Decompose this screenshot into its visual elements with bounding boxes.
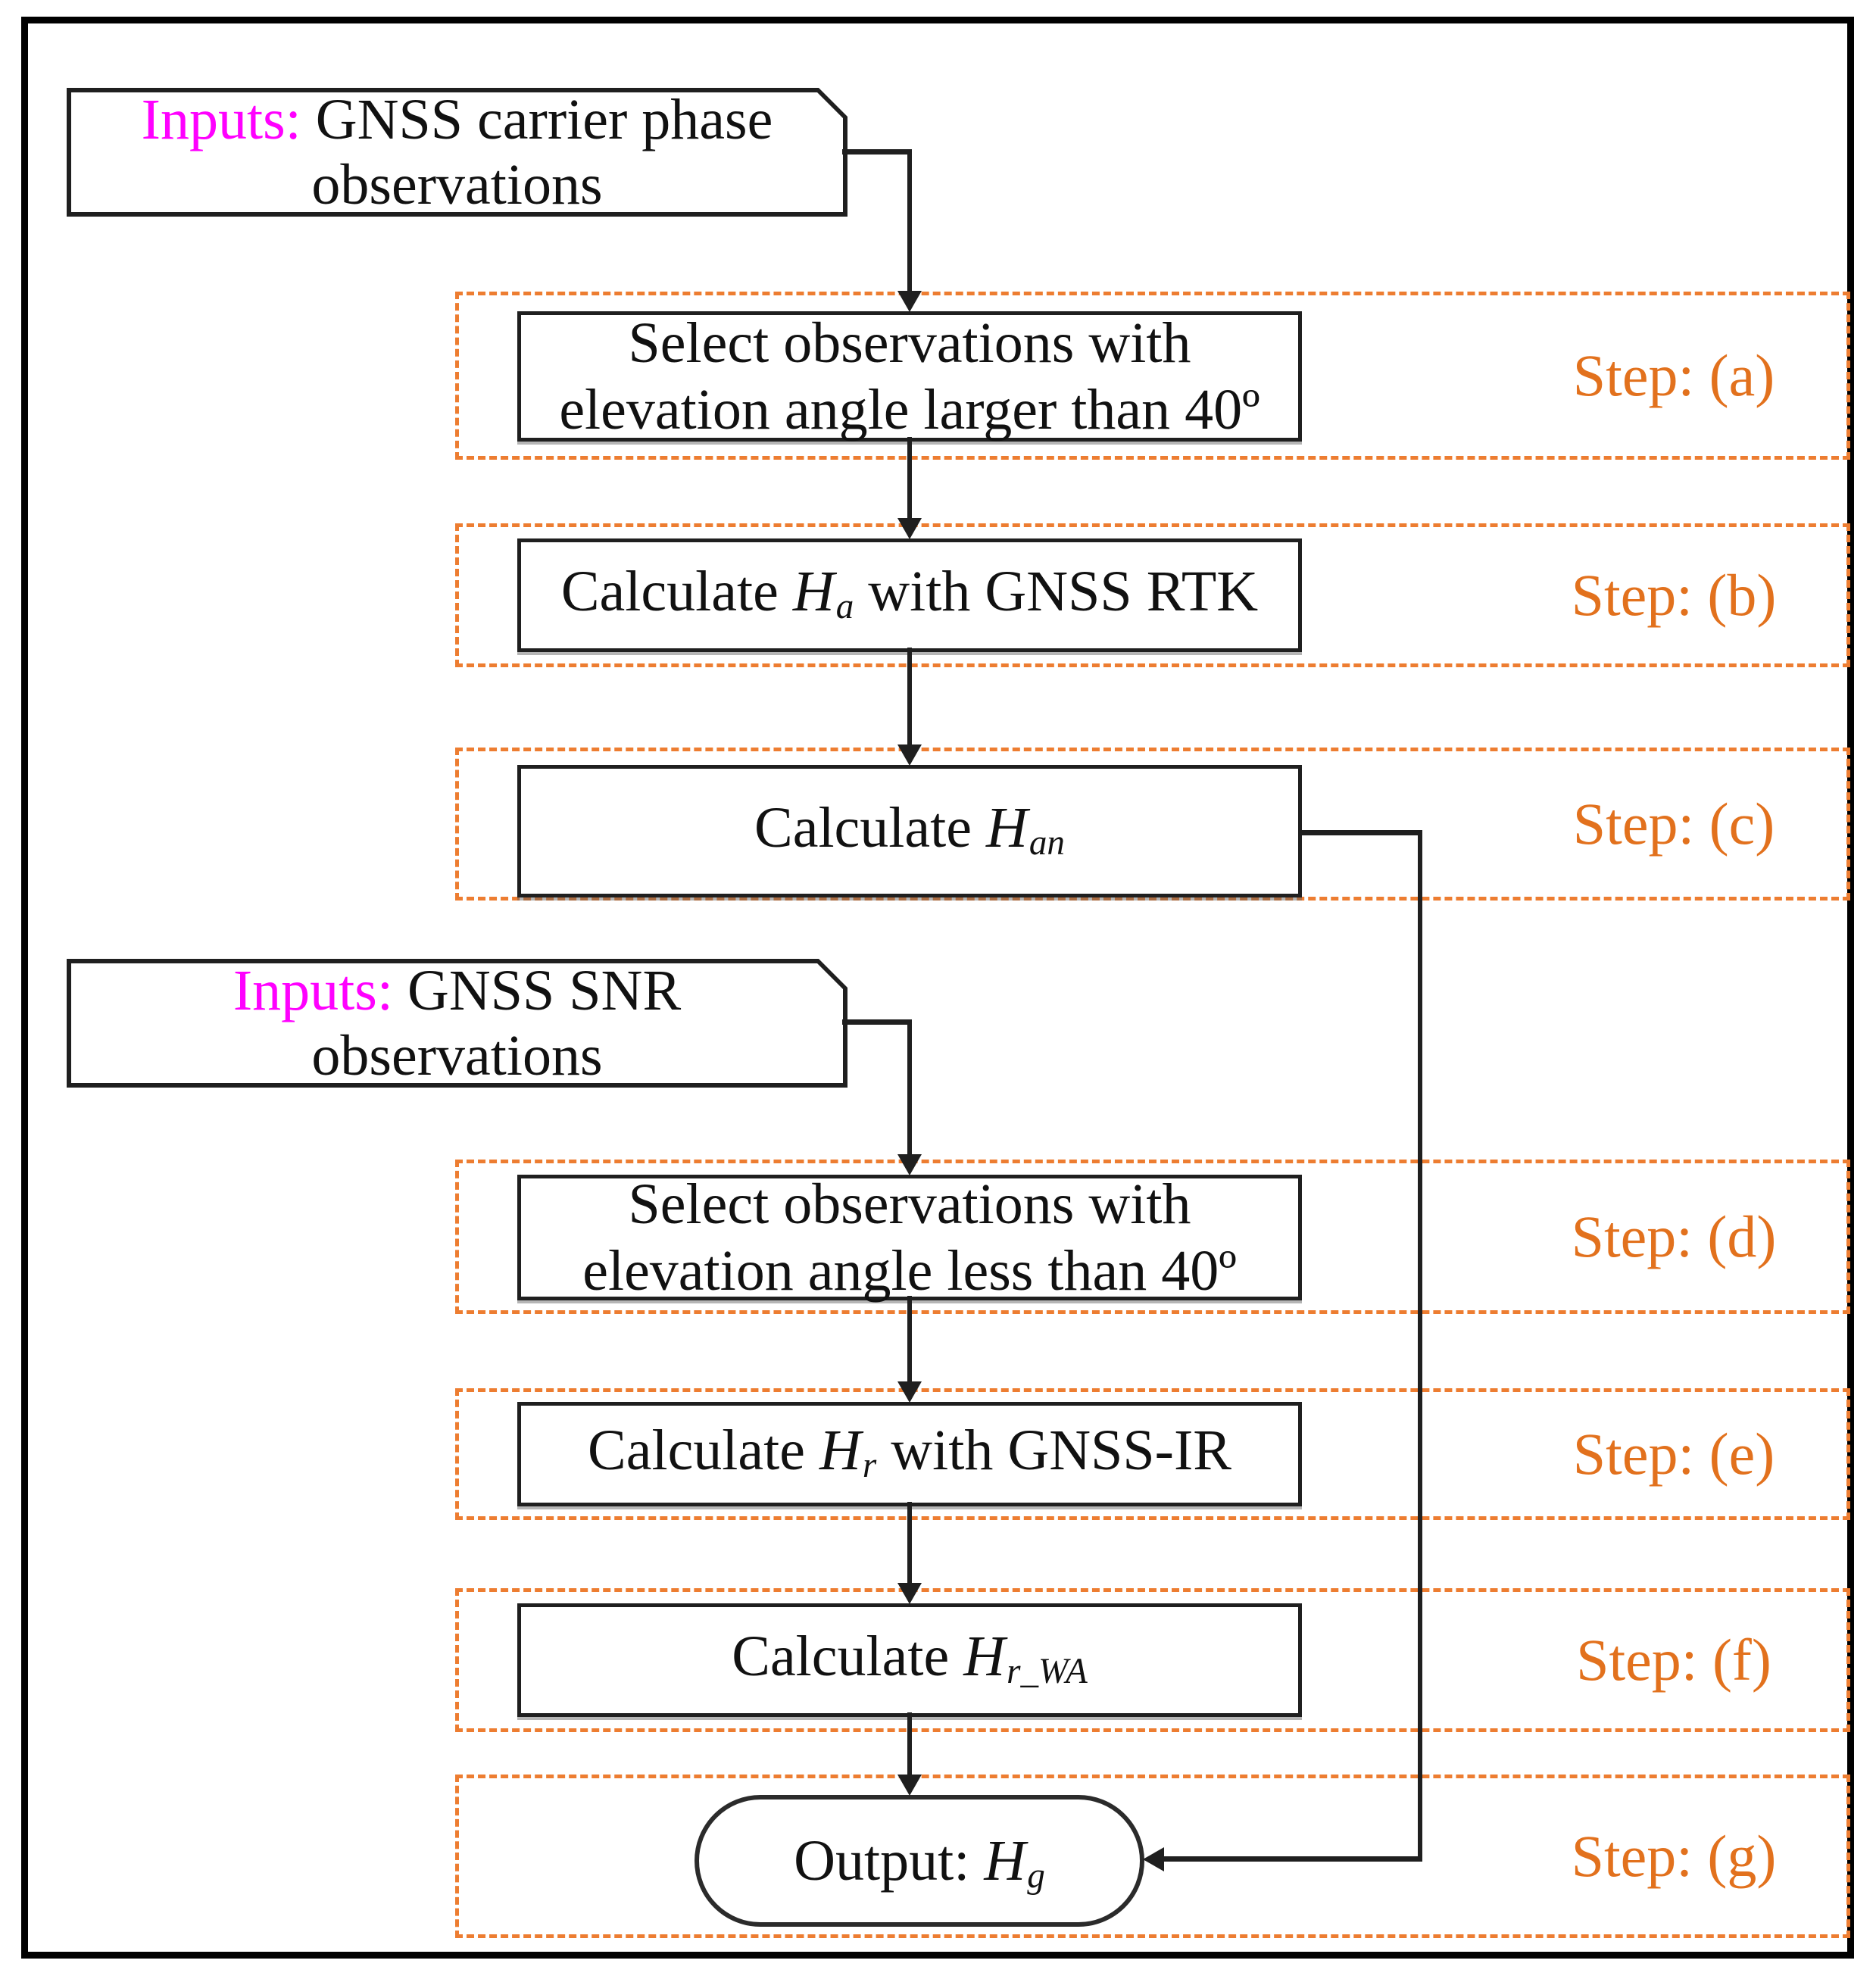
step-d-label: Step: (d) <box>1571 1203 1777 1269</box>
step-d-region <box>455 1160 1850 1314</box>
arrowhead-into-step-e <box>897 1381 922 1403</box>
step-a-region <box>455 292 1850 460</box>
input-carrier-phase-card: Inputs: GNSS carrier phase observations <box>67 88 847 217</box>
arrowhead-into-step-d <box>897 1154 922 1175</box>
step-e-region <box>455 1388 1850 1520</box>
step-a-box-line1: Select observations with <box>628 311 1191 375</box>
step-c-region <box>455 748 1850 901</box>
variable-subscript: an <box>1029 823 1065 863</box>
inputs-description: GNSS carrier phase observations <box>301 88 788 217</box>
step-e-box-text: Calculate <box>588 1419 819 1482</box>
connector-f-g <box>907 1712 912 1776</box>
arrowhead-into-step-f <box>897 1583 922 1604</box>
connector-c-feedback-vertical <box>1418 830 1422 1862</box>
step-e-box-text-suffix: with GNSS-IR <box>876 1419 1231 1482</box>
step-a-box-line2: elevation angle larger than 40º <box>559 378 1260 442</box>
variable-subscript: g <box>1027 1856 1045 1896</box>
connector-input1-vertical <box>907 149 912 292</box>
connector-input1-horizontal <box>842 149 912 155</box>
step-e-label: Step: (e) <box>1572 1421 1775 1487</box>
connector-d-e <box>907 1296 912 1382</box>
inputs-keyword: Inputs: <box>141 88 301 151</box>
step-c-box: Calculate Han <box>517 765 1302 897</box>
step-b-box: Calculate Ha with GNSS RTK <box>517 538 1302 652</box>
input-snr-text: Inputs: GNSS SNR observations <box>71 963 843 1083</box>
step-b-box-text-suffix: with GNSS RTK <box>854 560 1259 623</box>
connector-input2-vertical <box>907 1019 912 1156</box>
variable-H: H <box>792 560 835 623</box>
output-text: Output: <box>794 1828 985 1893</box>
step-b-label: Step: (b) <box>1571 562 1777 628</box>
connector-input2-horizontal <box>842 1019 912 1025</box>
step-a-box: Select observations with elevation angle… <box>517 311 1302 442</box>
step-a-label: Step: (a) <box>1572 342 1775 408</box>
step-d-box-line2: elevation angle less than 40º <box>582 1239 1237 1303</box>
inputs-keyword: Inputs: <box>233 959 393 1022</box>
step-g-region <box>455 1775 1850 1938</box>
arrowhead-into-step-b <box>897 518 922 539</box>
input-snr-card: Inputs: GNSS SNR observations <box>67 959 847 1088</box>
connector-b-c <box>907 648 912 746</box>
connector-a-b <box>907 437 912 519</box>
variable-subscript: a <box>835 587 854 627</box>
output-terminator: Output: Hg <box>695 1795 1144 1927</box>
step-d-box-line1: Select observations with <box>628 1172 1191 1236</box>
connector-c-feedback-horizontal <box>1164 1856 1422 1862</box>
step-f-box: Calculate Hr_WA <box>517 1603 1302 1717</box>
variable-H: H <box>819 1419 861 1482</box>
step-e-box: Calculate Hr with GNSS-IR <box>517 1402 1302 1506</box>
arrowhead-into-step-a <box>897 291 922 312</box>
arrowhead-into-step-c <box>897 744 922 766</box>
variable-subscript: r <box>862 1446 877 1486</box>
input-carrier-phase-text: Inputs: GNSS carrier phase observations <box>71 92 843 212</box>
step-b-region <box>455 523 1850 667</box>
step-c-box-text: Calculate <box>754 795 986 860</box>
connector-e-f <box>907 1502 912 1584</box>
arrowhead-feedback-into-output <box>1143 1847 1164 1871</box>
arrowhead-into-output <box>897 1775 922 1796</box>
variable-H: H <box>984 1828 1026 1893</box>
step-b-box-text: Calculate <box>560 560 793 623</box>
figure-border <box>21 17 1854 1959</box>
inputs-description: GNSS SNR observations <box>311 959 696 1088</box>
step-c-label: Step: (c) <box>1572 791 1775 857</box>
step-f-box-text: Calculate <box>732 1625 964 1688</box>
step-g-label: Step: (g) <box>1571 1823 1777 1889</box>
connector-c-feedback-exit <box>1298 830 1422 835</box>
step-f-region <box>455 1588 1850 1732</box>
step-f-label: Step: (f) <box>1576 1627 1771 1693</box>
variable-H: H <box>963 1625 1006 1688</box>
step-d-box: Select observations with elevation angle… <box>517 1172 1302 1303</box>
variable-H: H <box>985 795 1028 860</box>
variable-subscript: r_WA <box>1007 1652 1088 1692</box>
